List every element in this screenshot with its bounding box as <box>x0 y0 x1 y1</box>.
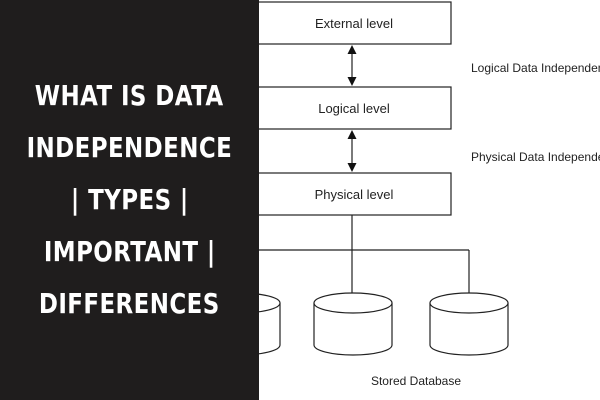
external-level-box <box>257 1 452 45</box>
title-line-1: WHAT IS DATA <box>35 79 224 112</box>
logical-independence-arrow <box>347 45 357 86</box>
title-text-block: WHAT IS DATA INDEPENDENCE | TYPES | IMPO… <box>4 70 255 330</box>
database-cylinder-center <box>313 292 393 356</box>
logical-level-label: Logical level <box>318 101 390 116</box>
physical-level-box <box>257 172 452 216</box>
title-panel: WHAT IS DATA INDEPENDENCE | TYPES | IMPO… <box>0 0 259 400</box>
database-cylinder-right <box>429 292 509 356</box>
stored-database-label: Stored Database <box>371 374 461 388</box>
physical-level-label: Physical level <box>315 187 394 202</box>
external-level-label: External level <box>315 16 393 31</box>
title-line-5: DIFFERENCES <box>39 287 220 320</box>
title-line-2: INDEPENDENCE <box>26 131 233 164</box>
title-line-4: IMPORTANT | <box>43 235 216 268</box>
storage-connectors <box>239 215 470 295</box>
title-line-3: | TYPES | <box>70 183 189 216</box>
logical-level-box <box>257 86 452 130</box>
logical-data-independence-label: Logical Data Independence <box>471 61 600 75</box>
physical-independence-arrow <box>347 130 357 172</box>
physical-data-independence-label: Physical Data Independence <box>471 150 600 164</box>
